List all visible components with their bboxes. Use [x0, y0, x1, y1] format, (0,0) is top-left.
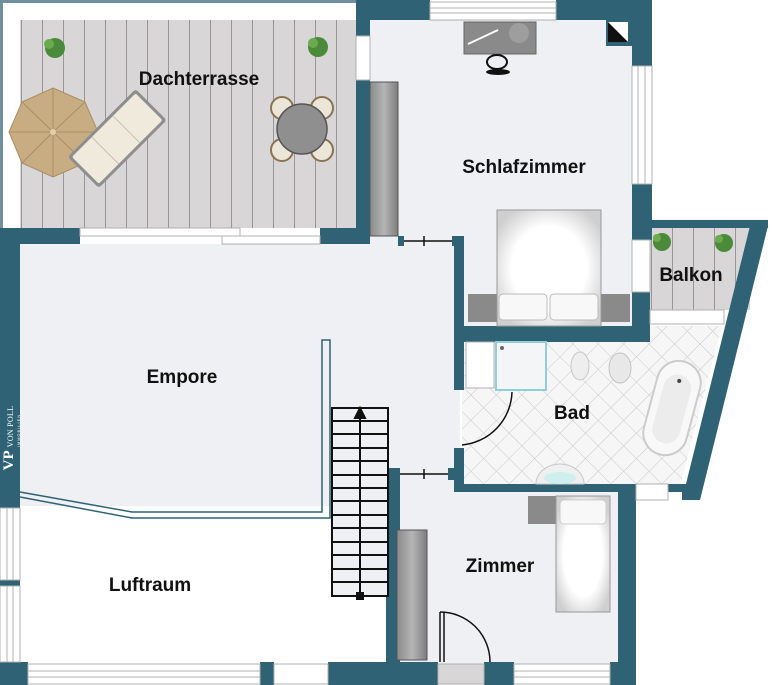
- nightstand-icon: [528, 496, 556, 524]
- plant-icon: [44, 37, 733, 252]
- room-label-balkon: Balkon: [659, 265, 723, 286]
- chair-icon: [486, 54, 510, 75]
- floor-luftraum: [20, 506, 388, 666]
- room-label-luftraum: Luftraum: [108, 575, 192, 596]
- bidet-icon: [570, 351, 590, 381]
- logo-mark: VP: [1, 450, 17, 471]
- shower-icon: [495, 341, 547, 391]
- gallery-edge: [19, 339, 331, 519]
- desk-icon: [463, 21, 537, 55]
- von-poll-logo: VP VON POLL IMMOBILIEN: [1, 388, 22, 488]
- logo-name: VON POLL: [6, 405, 15, 448]
- toilet-icon: [608, 352, 632, 384]
- room-label-schlafzimmer: Schlafzimmer: [462, 157, 586, 178]
- staircase-icon: [331, 405, 389, 600]
- room-label-dachterrasse: Dachterrasse: [138, 69, 260, 90]
- door-icon: [400, 236, 513, 663]
- room-label-bad: Bad: [554, 403, 590, 424]
- floor-empore: [20, 244, 460, 506]
- double-bed-icon: [468, 209, 630, 327]
- logo-sub: IMMOBILIEN: [16, 413, 21, 448]
- chimney-icon: [606, 20, 632, 46]
- sink-icon: [535, 463, 585, 485]
- room-label-empore: Empore: [146, 367, 218, 388]
- wardrobe-icon: [369, 81, 399, 237]
- table-chairs-icon: [270, 96, 334, 162]
- sun-lounger-icon: [68, 90, 166, 187]
- room-label-zimmer: Zimmer: [465, 556, 535, 577]
- windows: [0, 1, 725, 685]
- wardrobe-icon: [396, 529, 428, 661]
- single-bed-icon: [555, 495, 611, 613]
- bathtub-icon: [642, 359, 702, 457]
